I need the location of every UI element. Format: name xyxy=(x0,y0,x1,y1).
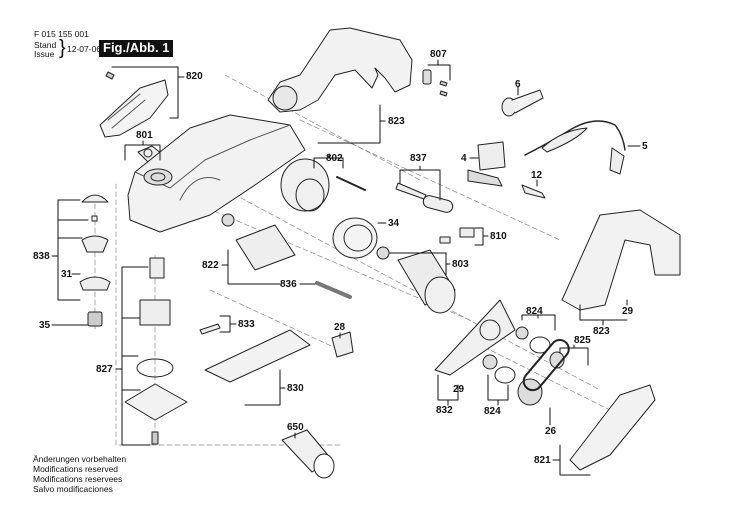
callout-29-left: 29 xyxy=(453,384,465,395)
part-830-plate xyxy=(204,329,311,383)
part-5-cord xyxy=(524,120,626,175)
callout-825: 825 xyxy=(574,335,591,346)
figure-label: Fig./Abb. 1 xyxy=(99,40,174,57)
callout-34: 34 xyxy=(388,218,400,229)
part-stator xyxy=(280,158,330,212)
callout-807: 807 xyxy=(430,49,447,60)
callout-821: 821 xyxy=(534,455,551,466)
callout-650: 650 xyxy=(287,422,304,433)
part-823-handle-top xyxy=(267,27,413,113)
part-820-cover xyxy=(99,71,169,138)
callout-838: 838 xyxy=(33,251,50,262)
callout-827: 827 xyxy=(96,364,113,375)
part-650-adapter xyxy=(281,429,335,479)
part-833-lever xyxy=(199,323,221,335)
part-26-belt xyxy=(522,338,570,392)
callout-29-right: 29 xyxy=(622,306,634,317)
callout-832: 832 xyxy=(436,405,453,416)
part-housing xyxy=(127,114,306,233)
part-35-filter xyxy=(87,311,103,327)
part-807 xyxy=(422,69,448,97)
part-837 xyxy=(395,182,454,213)
callout-803: 803 xyxy=(452,259,469,270)
callout-12: 12 xyxy=(531,170,543,181)
callout-824-top: 824 xyxy=(526,306,543,317)
callout-35: 35 xyxy=(39,320,51,331)
part-810-brushes xyxy=(439,227,475,244)
footer-note-de: Änderungen vorbehalten xyxy=(33,454,127,464)
part-824 xyxy=(482,326,551,384)
brace-glyph: } xyxy=(59,37,66,59)
callout-822: 822 xyxy=(202,260,219,271)
part-802-bolt xyxy=(336,176,366,191)
callout-801: 801 xyxy=(136,130,153,141)
part-821-cover xyxy=(569,384,656,471)
callout-823-right: 823 xyxy=(593,326,610,337)
callout-5: 5 xyxy=(642,141,648,152)
callout-824-bottom: 824 xyxy=(484,406,501,417)
part-28-flap xyxy=(331,331,354,358)
stand-label: Stand xyxy=(34,40,57,50)
footer-note-es: Salvo modificaciones xyxy=(33,484,113,494)
callout-833: 833 xyxy=(238,319,255,330)
callout-31: 31 xyxy=(61,269,73,280)
part-34-baffle xyxy=(332,217,378,259)
footer-note-fr: Modifications reservees xyxy=(33,474,123,484)
callout-836: 836 xyxy=(280,279,297,290)
callout-28: 28 xyxy=(334,322,346,333)
callout-4: 4 xyxy=(461,153,467,164)
callout-802: 802 xyxy=(326,153,343,164)
callout-823-top: 823 xyxy=(388,116,405,127)
callout-837: 837 xyxy=(410,153,427,164)
part-4-switch xyxy=(467,141,506,187)
callout-26: 26 xyxy=(545,426,557,437)
leader-lines xyxy=(51,59,641,476)
part-6-handle xyxy=(501,89,544,117)
callout-820: 820 xyxy=(186,71,203,82)
part-822-motor xyxy=(221,213,296,271)
callout-810: 810 xyxy=(490,231,507,242)
part-12-clip xyxy=(521,184,546,199)
callout-830: 830 xyxy=(287,383,304,394)
footer-note-en: Modifications reserved xyxy=(33,464,119,474)
part-836-rod xyxy=(315,281,352,299)
document-number: F 015 155 001 xyxy=(34,29,89,39)
callout-6: 6 xyxy=(515,79,521,90)
part-832-gear-housing xyxy=(434,299,516,376)
part-823-handle-right xyxy=(561,209,681,311)
part-838-knob xyxy=(79,194,111,291)
issue-label: Issue xyxy=(34,49,55,59)
part-827-stack xyxy=(124,257,188,445)
issue-date: 12-07-06 xyxy=(67,44,102,54)
part-803-armature xyxy=(376,246,456,314)
